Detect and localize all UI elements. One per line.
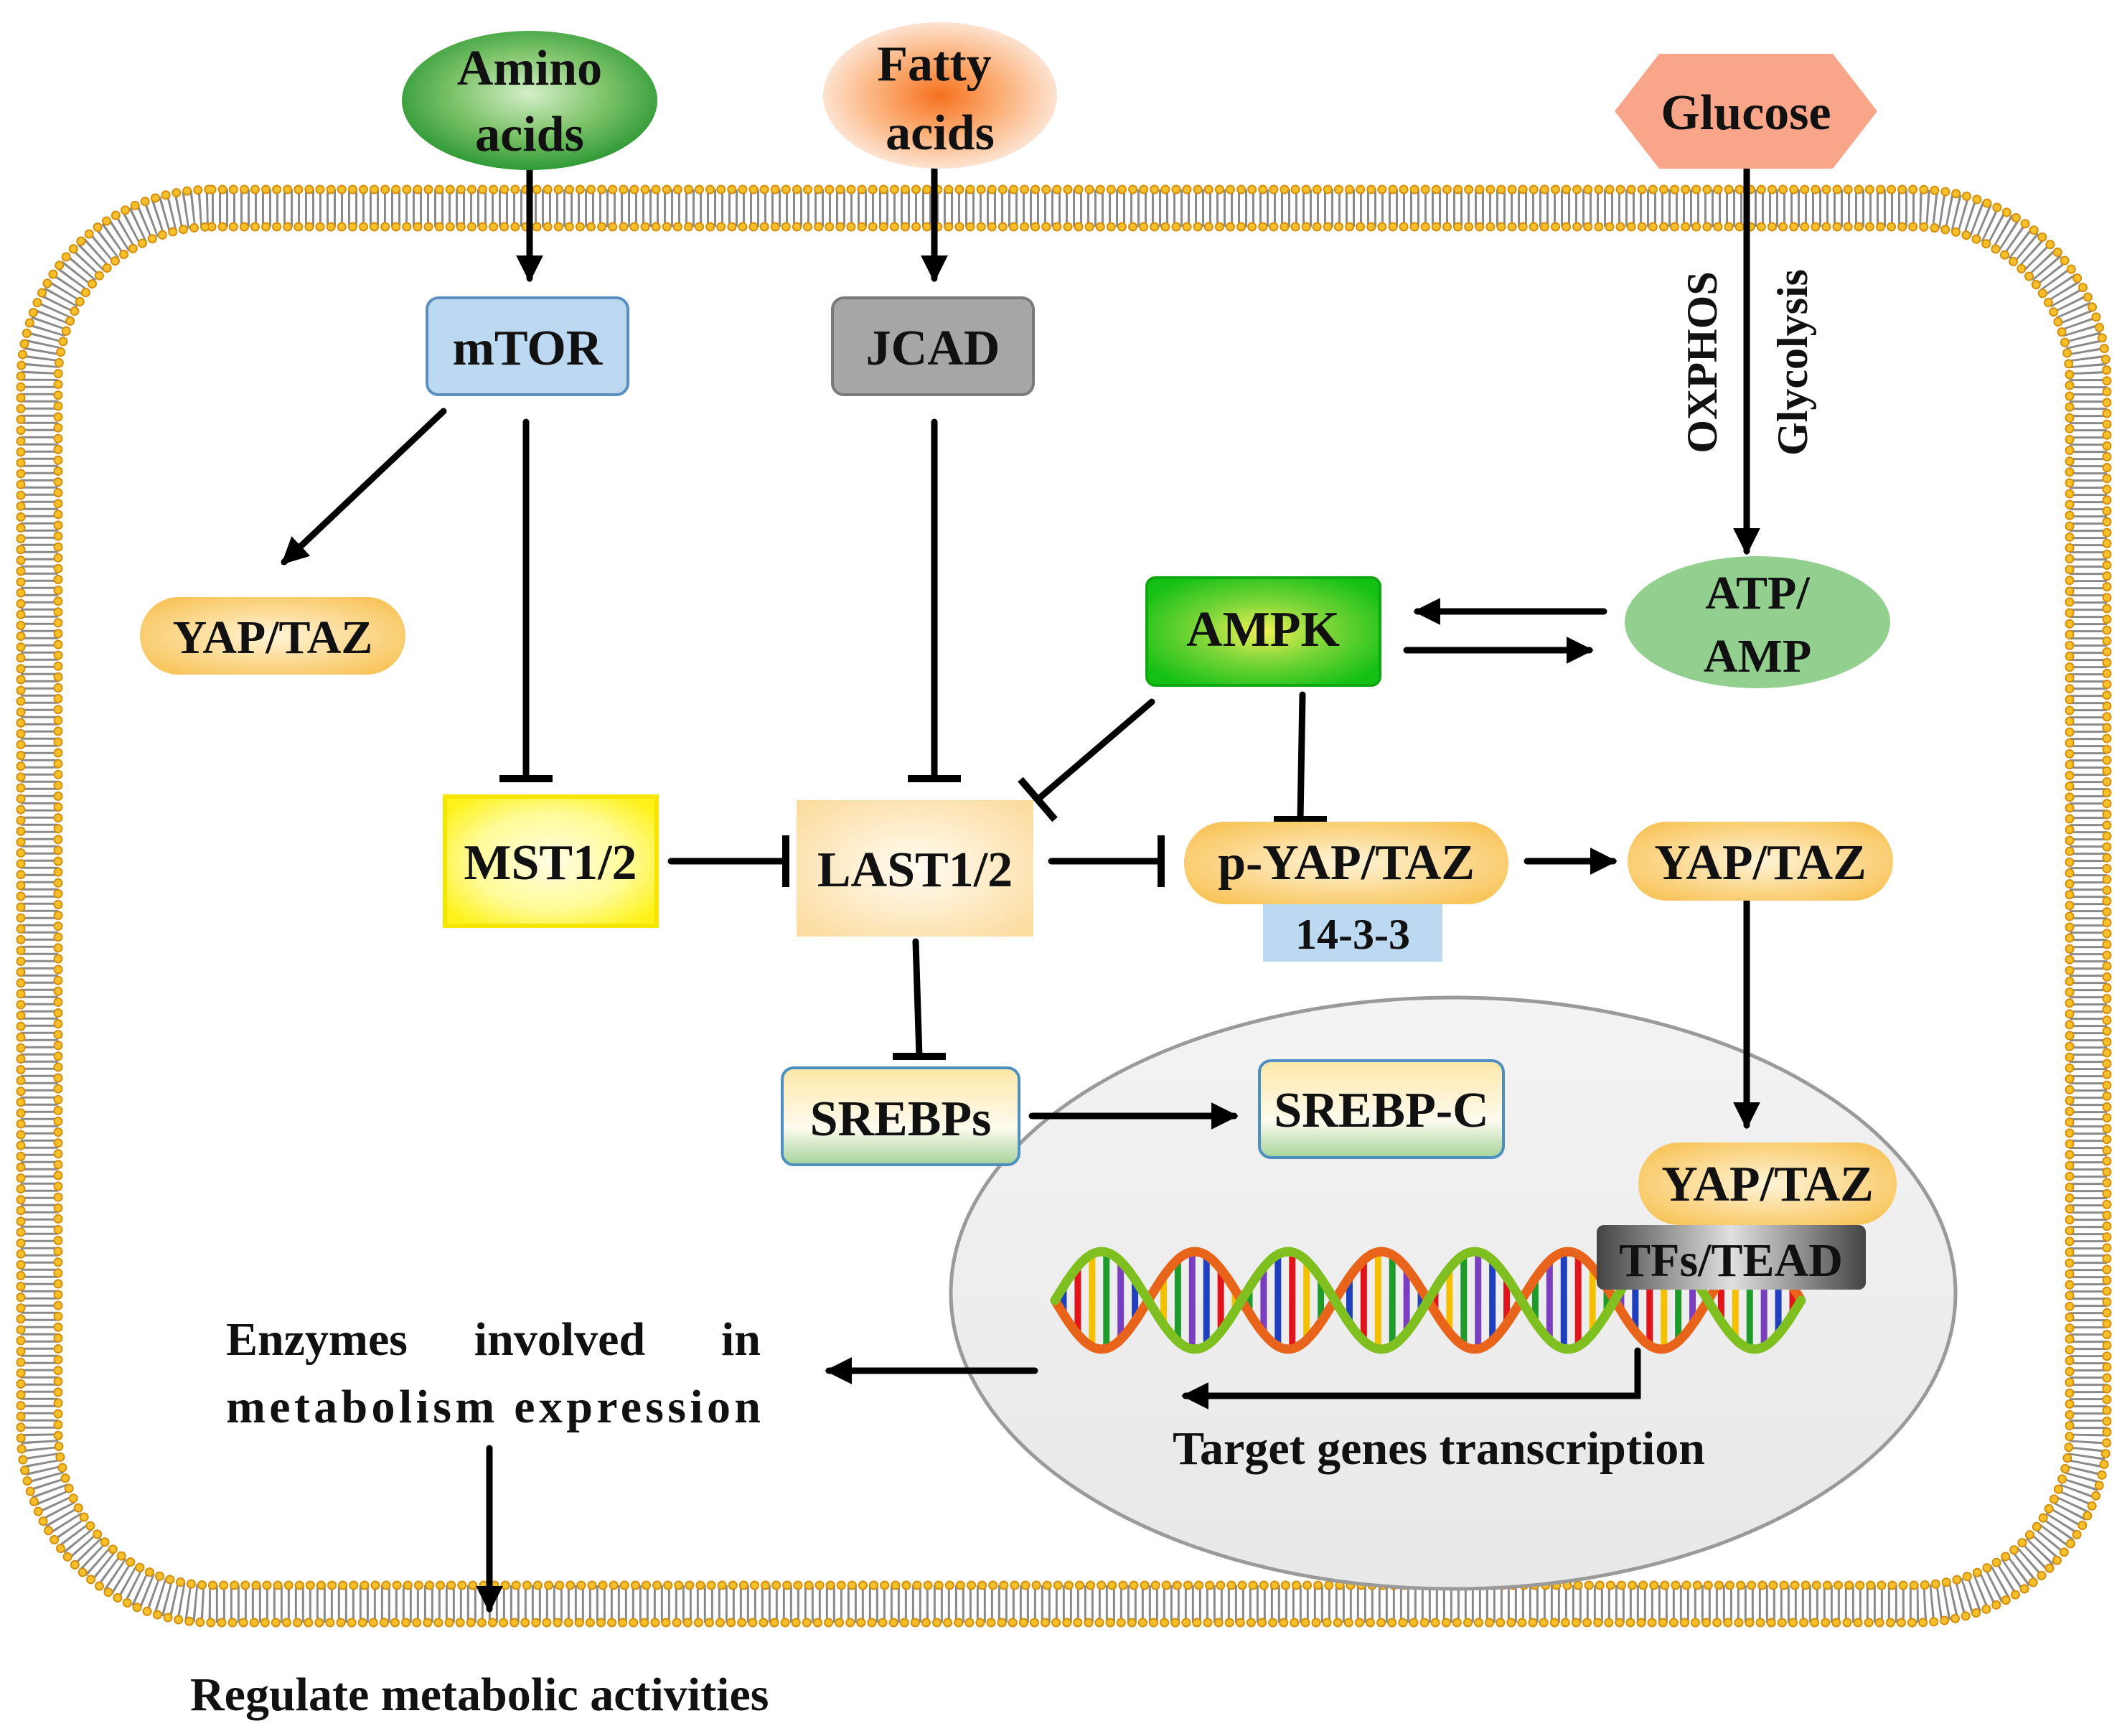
enzymes-word-3: in xyxy=(721,1313,761,1366)
yaptaz-nuclear-label: YAP/TAZ xyxy=(1661,1157,1874,1212)
node-yaptaz-nuclear: YAP/TAZ xyxy=(1638,1143,1897,1225)
last12-label: LAST1/2 xyxy=(817,843,1013,898)
node-yaptaz-left: YAP/TAZ xyxy=(140,597,405,675)
tfs-tead-label: TFs/TEAD xyxy=(1619,1234,1843,1287)
atp-amp-label-line2: AMP xyxy=(1704,630,1811,682)
enzymes-word-1: Enzymes xyxy=(226,1313,408,1366)
protein-1433-label: 14-3-3 xyxy=(1295,911,1410,958)
srebp-c-label: SREBP-C xyxy=(1274,1083,1488,1138)
oxphos-label: OXPHOS xyxy=(1679,271,1726,453)
p-yaptaz-label: p-YAP/TAZ xyxy=(1218,835,1475,891)
node-fatty-acids: Fatty acids xyxy=(823,22,1057,169)
mtor-label: mTOR xyxy=(453,321,604,376)
fatty-acids-label-line2: acids xyxy=(886,105,995,161)
node-glucose: Glucose xyxy=(1615,54,1877,169)
node-amino-acids: Amino acids xyxy=(402,31,657,170)
node-srebp-c: SREBP-C xyxy=(1258,1059,1505,1159)
edge-ampk-inhibits-pyaptaz xyxy=(1297,691,1306,823)
node-srebps: SREBPs xyxy=(781,1066,1020,1166)
node-atp-amp: ATP/ AMP xyxy=(1625,556,1890,688)
glucose-label: Glucose xyxy=(1661,85,1831,141)
amino-acids-label-line2: acids xyxy=(475,107,584,162)
fatty-acids-label-line1: Fatty xyxy=(877,37,991,92)
node-p-yaptaz: p-YAP/TAZ xyxy=(1184,822,1508,904)
srebps-label: SREBPs xyxy=(810,1092,992,1147)
node-tfs-tead: TFs/TEAD xyxy=(1597,1225,1866,1290)
cell-membrane xyxy=(16,184,2112,1628)
node-14-3-3: 14-3-3 xyxy=(1263,904,1442,962)
jcad-label: JCAD xyxy=(866,321,1000,376)
regulate-label: Regulate metabolic activities xyxy=(190,1669,769,1721)
yaptaz-right-label: YAP/TAZ xyxy=(1654,835,1867,891)
node-yaptaz-right: YAP/TAZ xyxy=(1628,822,1893,901)
phospholipid-bilayer-icon xyxy=(21,189,2107,1623)
node-mst12: MST1/2 xyxy=(443,794,659,928)
node-mtor: mTOR xyxy=(426,296,629,396)
ampk-label: AMPK xyxy=(1186,602,1340,657)
amino-acids-label-line1: Amino xyxy=(457,41,602,96)
target-genes-label: Target genes transcription xyxy=(1173,1422,1705,1475)
edge-last-inhibits-srebps xyxy=(912,938,923,1060)
glycolysis-label: Glycolysis xyxy=(1769,269,1816,456)
edge-tead-to-target-genes xyxy=(1181,1347,1641,1409)
node-last12: LAST1/2 xyxy=(797,800,1033,937)
edge-mtor-to-yaptaz xyxy=(281,408,447,566)
node-jcad: JCAD xyxy=(831,296,1035,396)
edge-ampk-inhibits-last xyxy=(1034,698,1155,803)
mst12-label: MST1/2 xyxy=(464,835,637,891)
enzymes-word-2: involved xyxy=(474,1313,645,1366)
enzymes-label: Enzymes involved in metabolism expressio… xyxy=(226,1313,761,1433)
atp-amp-label-line1: ATP/ xyxy=(1705,567,1811,619)
edges xyxy=(281,163,1760,1613)
enzymes-line-2: metabolism expression xyxy=(226,1381,761,1433)
node-ampk: AMPK xyxy=(1145,576,1381,687)
yaptaz-left-label: YAP/TAZ xyxy=(173,611,373,664)
